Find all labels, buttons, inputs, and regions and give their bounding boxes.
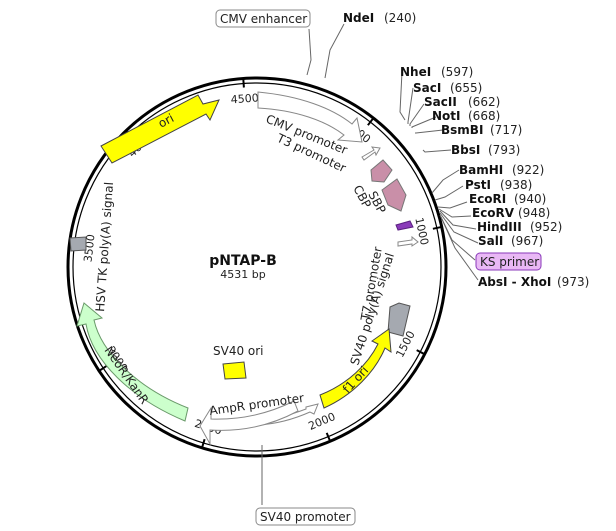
site-name-bbsi: BbsI	[451, 143, 480, 157]
tick-mark	[97, 365, 108, 373]
site-name-bamhi: BamHI	[459, 163, 503, 177]
site-pos-nhei: (597)	[441, 65, 473, 79]
sv40-promoter-label: SV40 promoter	[260, 510, 351, 524]
cmv-enhancer-label: CMV enhancer	[220, 12, 307, 26]
t7-promoter-feature[interactable]	[397, 235, 419, 247]
site-name-sali: SalI	[478, 234, 503, 248]
tick-mark	[325, 432, 332, 443]
tick-mark	[432, 225, 443, 230]
cmv-promoter-feature[interactable]	[257, 91, 363, 143]
site-pos-absi-xhoi: (973)	[557, 275, 589, 289]
hsv-tk-polya-feature[interactable]	[69, 236, 87, 252]
site-pos-ecori: (940)	[514, 192, 546, 206]
site-bamhi[interactable]: BamHI (922)	[459, 163, 544, 177]
site-pos-psti: (938)	[500, 178, 532, 192]
ks-primer-feature[interactable]	[395, 220, 414, 231]
site-name-noti: NotI	[432, 109, 461, 123]
backbone-inner	[72, 82, 442, 452]
site-name-ndei: NdeI	[343, 11, 374, 25]
site-absi-xhoi[interactable]: AbsI - XhoI (973)	[478, 275, 589, 289]
ori-feature[interactable]	[100, 94, 220, 164]
site-psti[interactable]: PstI (938)	[465, 178, 532, 192]
site-name-psti: PstI	[465, 178, 491, 192]
site-pos-sacii: (662)	[468, 95, 500, 109]
ks-primer-label: KS primer	[480, 255, 539, 269]
tick-label: 2000	[306, 410, 337, 433]
site-noti[interactable]: NotI (668)	[432, 109, 500, 123]
site-name-absi-xhoi: AbsI - XhoI	[478, 275, 551, 289]
site-pos-bamhi: (922)	[512, 163, 544, 177]
backbone-outer	[66, 76, 448, 458]
cbp-label: CBP	[350, 183, 374, 211]
site-hindiii[interactable]: HindIII (952)	[477, 220, 562, 234]
site-pos-sali: (967)	[511, 234, 543, 248]
site-name-hindiii: HindIII	[477, 220, 522, 234]
site-sacii[interactable]: SacII (662)	[424, 95, 500, 109]
ori-label: ori	[156, 111, 176, 131]
sbp-feature[interactable]	[370, 159, 393, 183]
sv40-polya-feature[interactable]	[387, 302, 411, 337]
site-name-ecorv: EcoRV	[472, 206, 515, 220]
site-ecorv[interactable]: EcoRV (948)	[472, 206, 550, 220]
f1-ori-feature[interactable]	[319, 328, 392, 409]
site-pos-hindiii: (952)	[530, 220, 562, 234]
plasmid-name: pNTAP-B	[209, 253, 277, 269]
tick-mark	[416, 349, 427, 356]
site-name-ecori: EcoRI	[469, 192, 506, 206]
site-pos-saci: (655)	[450, 81, 482, 95]
tick-mark	[200, 438, 206, 450]
site-pos-bbsi: (793)	[488, 143, 520, 157]
site-bsmbi[interactable]: BsmBI (717)	[441, 123, 522, 137]
tick-label: 4500	[230, 91, 259, 106]
site-pos-ndei: (240)	[384, 11, 416, 25]
plasmid-size: 4531 bp	[220, 268, 265, 281]
site-pos-bsmbi: (717)	[490, 123, 522, 137]
site-ndei[interactable]: NdeI (240)	[343, 11, 416, 25]
site-ecori[interactable]: EcoRI (940)	[469, 192, 546, 206]
site-nhei[interactable]: NheI (597)	[400, 65, 473, 79]
site-name-nhei: NheI	[400, 65, 431, 79]
ks-primer-callout[interactable]: KS primer	[475, 252, 542, 271]
site-name-sacii: SacII	[424, 95, 457, 109]
site-pos-noti: (668)	[468, 109, 500, 123]
neor-kanr-feature[interactable]	[76, 302, 189, 422]
t3-promoter-feature[interactable]	[361, 146, 381, 161]
leader-lines	[261, 23, 479, 505]
sv40-ori-feature[interactable]	[222, 361, 247, 380]
tick-label: 1000	[412, 216, 431, 246]
site-name-saci: SacI	[413, 81, 441, 95]
site-sali[interactable]: SalI (967)	[478, 234, 543, 248]
sv40-ori-label: SV40 ori	[213, 344, 264, 358]
hsv-tk-label: HSV TK poly(A) signal	[93, 182, 116, 313]
cbp-feature[interactable]	[381, 178, 407, 212]
site-name-bsmbi: BsmBI	[441, 123, 483, 137]
tick-mark	[367, 116, 375, 126]
cmv-enhancer-callout[interactable]: CMV enhancer	[215, 9, 311, 28]
ampr-promoter-body[interactable]	[199, 400, 299, 446]
site-saci[interactable]: SacI (655)	[413, 81, 482, 95]
tick-mark	[242, 77, 245, 88]
site-bbsi[interactable]: BbsI (793)	[451, 143, 520, 157]
sv40-promoter-callout[interactable]: SV40 promoter	[255, 507, 356, 526]
site-pos-ecorv: (948)	[518, 206, 550, 220]
